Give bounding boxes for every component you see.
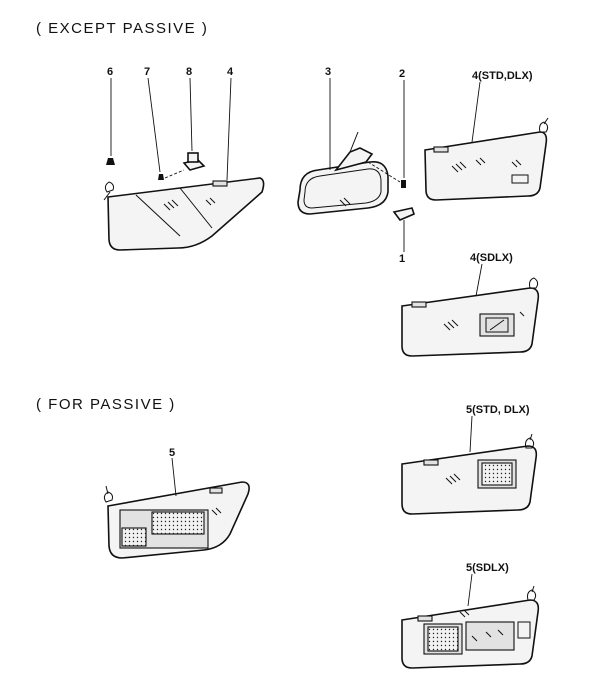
mirror-cover-1 — [392, 207, 415, 252]
heading-for-passive: ( FOR PASSIVE ) — [36, 396, 176, 413]
sun-visor-left — [103, 177, 265, 251]
callout-5-std-dlx: 5(STD, DLX) — [466, 404, 530, 416]
sun-visor-5-sdlx — [401, 573, 540, 669]
mirror-bolt-2 — [367, 80, 406, 188]
sun-visor-5 — [103, 457, 250, 559]
sun-visor-5-std-dlx — [401, 415, 538, 515]
callout-6: 6 — [107, 66, 113, 78]
callout-4-sdlx: 4(SDLX) — [470, 252, 513, 264]
visor-holder-7 — [147, 77, 185, 180]
callout-2: 2 — [399, 68, 405, 80]
callout-1: 1 — [399, 253, 405, 265]
visor-clip-8 — [182, 77, 206, 171]
callout-3: 3 — [325, 66, 331, 78]
leader-visor-4 — [226, 77, 232, 181]
callout-5: 5 — [169, 447, 175, 459]
callout-7: 7 — [144, 66, 150, 78]
heading-except-passive: ( EXCEPT PASSIVE ) — [36, 20, 208, 37]
rear-view-mirror — [297, 78, 389, 215]
sun-visor-4-sdlx — [401, 263, 540, 357]
callout-4-std-dlx: 4(STD,DLX) — [472, 70, 533, 82]
visor-screw-6 — [106, 78, 115, 165]
callout-4: 4 — [227, 66, 234, 78]
callout-5-sdlx: 5(SDLX) — [466, 562, 509, 574]
sun-visor-4-std-dlx — [424, 81, 549, 201]
callout-8: 8 — [186, 66, 192, 78]
